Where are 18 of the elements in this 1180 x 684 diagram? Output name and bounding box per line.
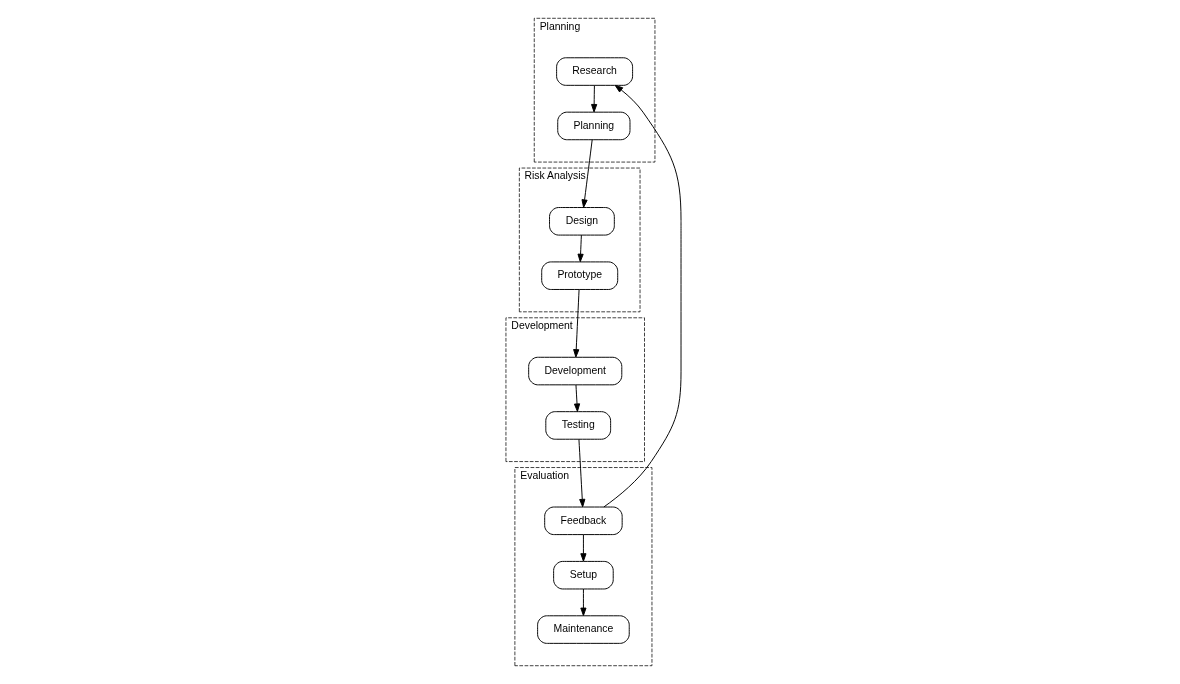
- node-box: Research: [555, 57, 633, 86]
- node-box: Design: [548, 207, 615, 236]
- node-box: Prototype: [540, 261, 618, 290]
- node-box: Maintenance: [536, 615, 630, 644]
- arrow: [577, 438, 585, 508]
- node-box: Setup: [552, 560, 614, 590]
- arrow: [590, 84, 597, 113]
- arrow: [577, 234, 584, 263]
- arrow: [602, 84, 681, 508]
- node-box: Planning: [556, 111, 630, 141]
- node-box: Testing: [544, 411, 611, 440]
- arrow: [581, 139, 593, 208]
- arrow: [579, 588, 586, 617]
- node-box: Feedback: [543, 506, 623, 536]
- node-box: Development: [527, 356, 622, 386]
- arrow: [572, 289, 580, 358]
- arrow: [573, 384, 580, 412]
- arrow: [579, 534, 586, 562]
